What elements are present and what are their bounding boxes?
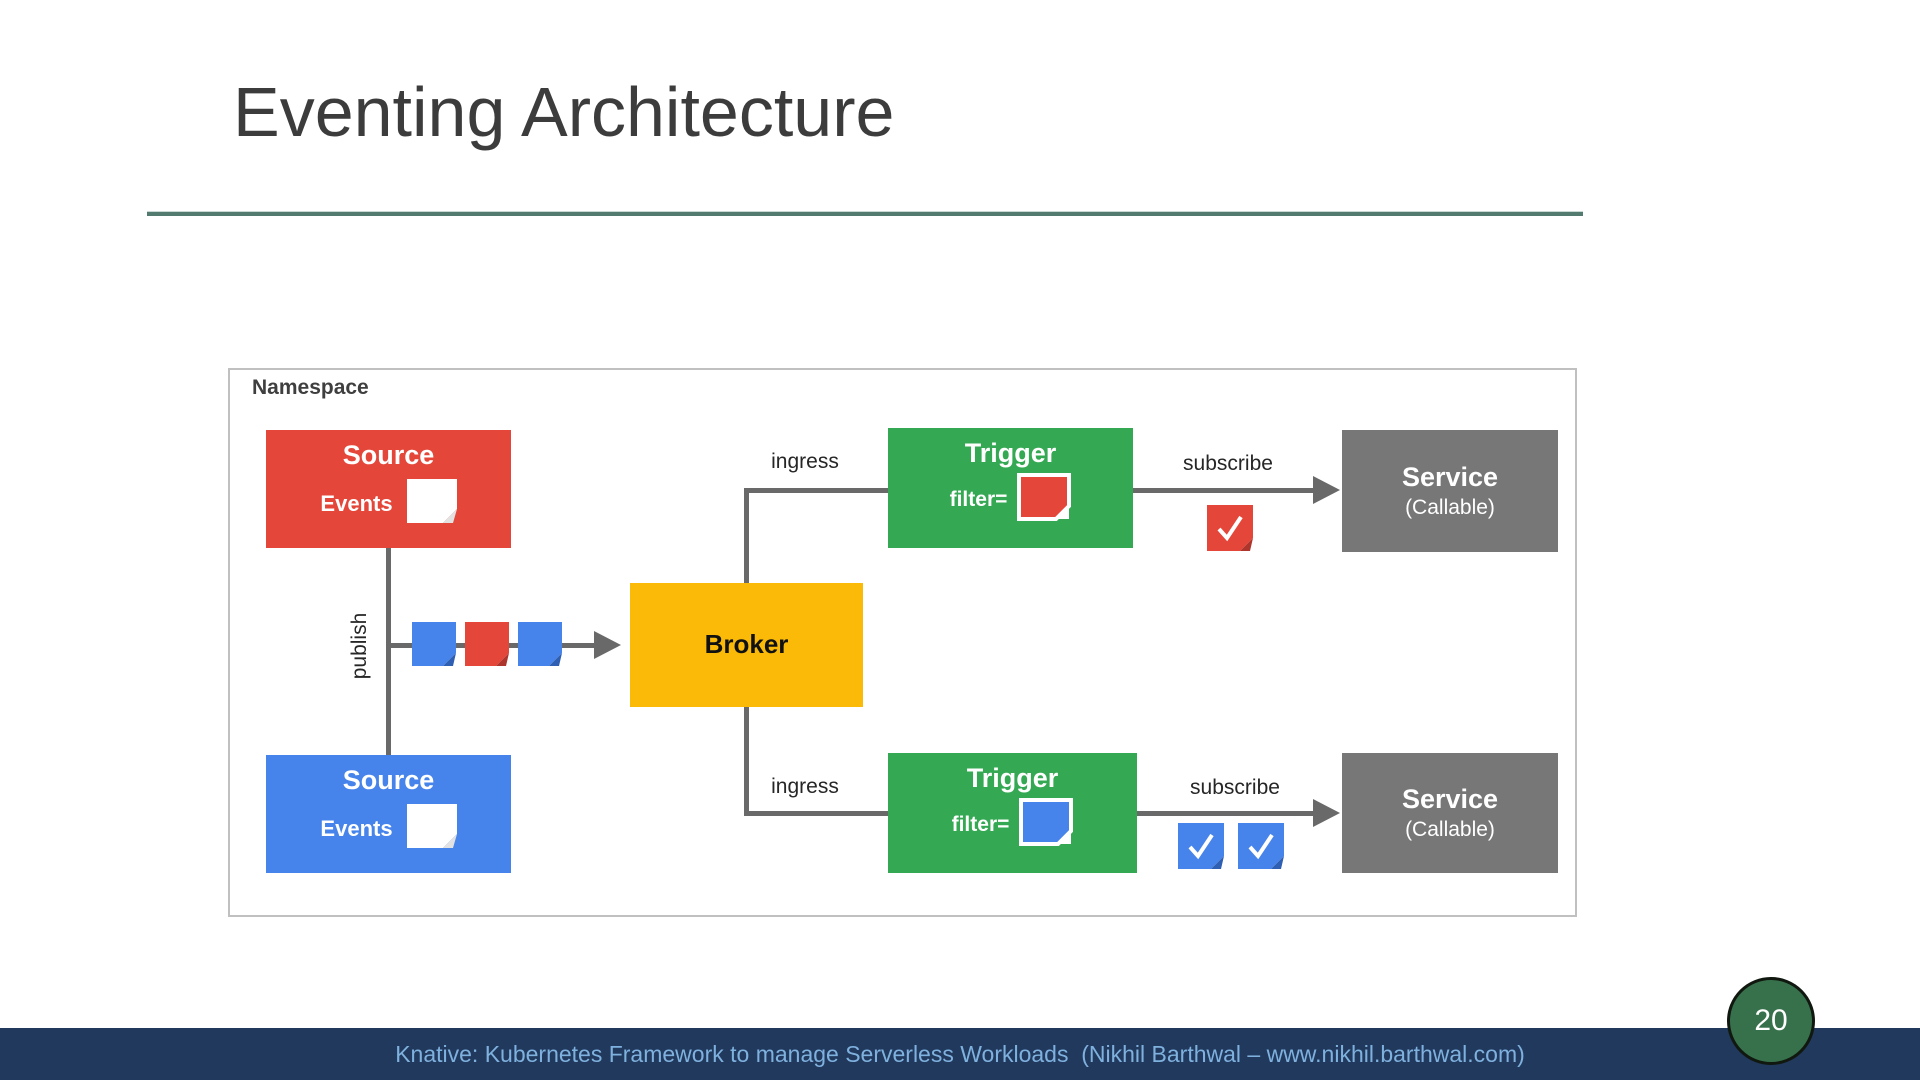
page-number-badge: 20 [1727, 977, 1815, 1065]
filter-row: filter= [952, 798, 1074, 851]
service-title: Service [1401, 461, 1499, 492]
arrowhead-icon [1313, 476, 1340, 504]
broker-node: Broker [630, 583, 863, 707]
source-title: Source [342, 440, 435, 470]
service-subtitle: (Callable) [1405, 818, 1495, 842]
trigger-node-bottom: Trigger filter= [888, 753, 1137, 873]
trigger-title: Trigger [966, 763, 1059, 793]
checked-red-note-icon [1207, 505, 1253, 551]
filter-blue-note-icon [1019, 798, 1074, 851]
event-blue-note-icon [518, 622, 562, 666]
checked-blue-note-icon [1238, 823, 1284, 869]
subscribe-bottom-label: subscribe [1190, 776, 1280, 799]
title-underline [147, 211, 1583, 216]
events-note-icon [406, 804, 457, 853]
events-row: Events [320, 804, 457, 853]
source-node-bottom: Source Events [266, 755, 511, 873]
events-label: Events [320, 490, 393, 516]
ingress-bottom-label: ingress [771, 775, 839, 798]
namespace-label: Namespace [252, 376, 369, 399]
event-red-note-icon [465, 622, 509, 666]
page-title: Eventing Architecture [233, 73, 895, 151]
events-note-icon [406, 479, 457, 528]
events-label: Events [320, 815, 393, 841]
source-to-source-connector-line [386, 548, 391, 757]
filter-label: filter= [951, 812, 1010, 836]
ingress-top-label: ingress [771, 450, 839, 473]
footer-text: Knative: Kubernetes Framework to manage … [395, 1040, 1525, 1067]
broker-ingress-top-line-horizontal [744, 488, 888, 493]
broker-ingress-bottom-line-horizontal [744, 811, 888, 816]
source-title: Source [342, 765, 435, 795]
subscribe-bottom-line [1137, 811, 1315, 816]
footer-bar: Knative: Kubernetes Framework to manage … [0, 1028, 1920, 1080]
filter-label: filter= [949, 487, 1008, 511]
broker-title: Broker [704, 629, 789, 660]
checked-blue-note-icon [1178, 823, 1224, 869]
broker-ingress-bottom-line-vertical [744, 707, 749, 816]
broker-ingress-top-line-vertical [744, 488, 749, 583]
filter-red-note-icon [1017, 473, 1072, 526]
filter-row: filter= [950, 473, 1072, 526]
event-blue-note-icon [412, 622, 456, 666]
trigger-title: Trigger [964, 438, 1057, 468]
publish-label: publish [348, 612, 371, 680]
arrowhead-icon [594, 631, 621, 659]
service-node-top: Service (Callable) [1342, 430, 1558, 552]
subscribe-top-line [1133, 488, 1315, 493]
page-number: 20 [1754, 1004, 1788, 1037]
trigger-node-top: Trigger filter= [888, 428, 1133, 548]
service-title: Service [1401, 783, 1499, 814]
source-node-top: Source Events [266, 430, 511, 548]
arrowhead-icon [1313, 799, 1340, 827]
service-subtitle: (Callable) [1405, 496, 1495, 520]
service-node-bottom: Service (Callable) [1342, 753, 1558, 873]
subscribe-top-label: subscribe [1183, 452, 1273, 475]
events-row: Events [320, 479, 457, 528]
